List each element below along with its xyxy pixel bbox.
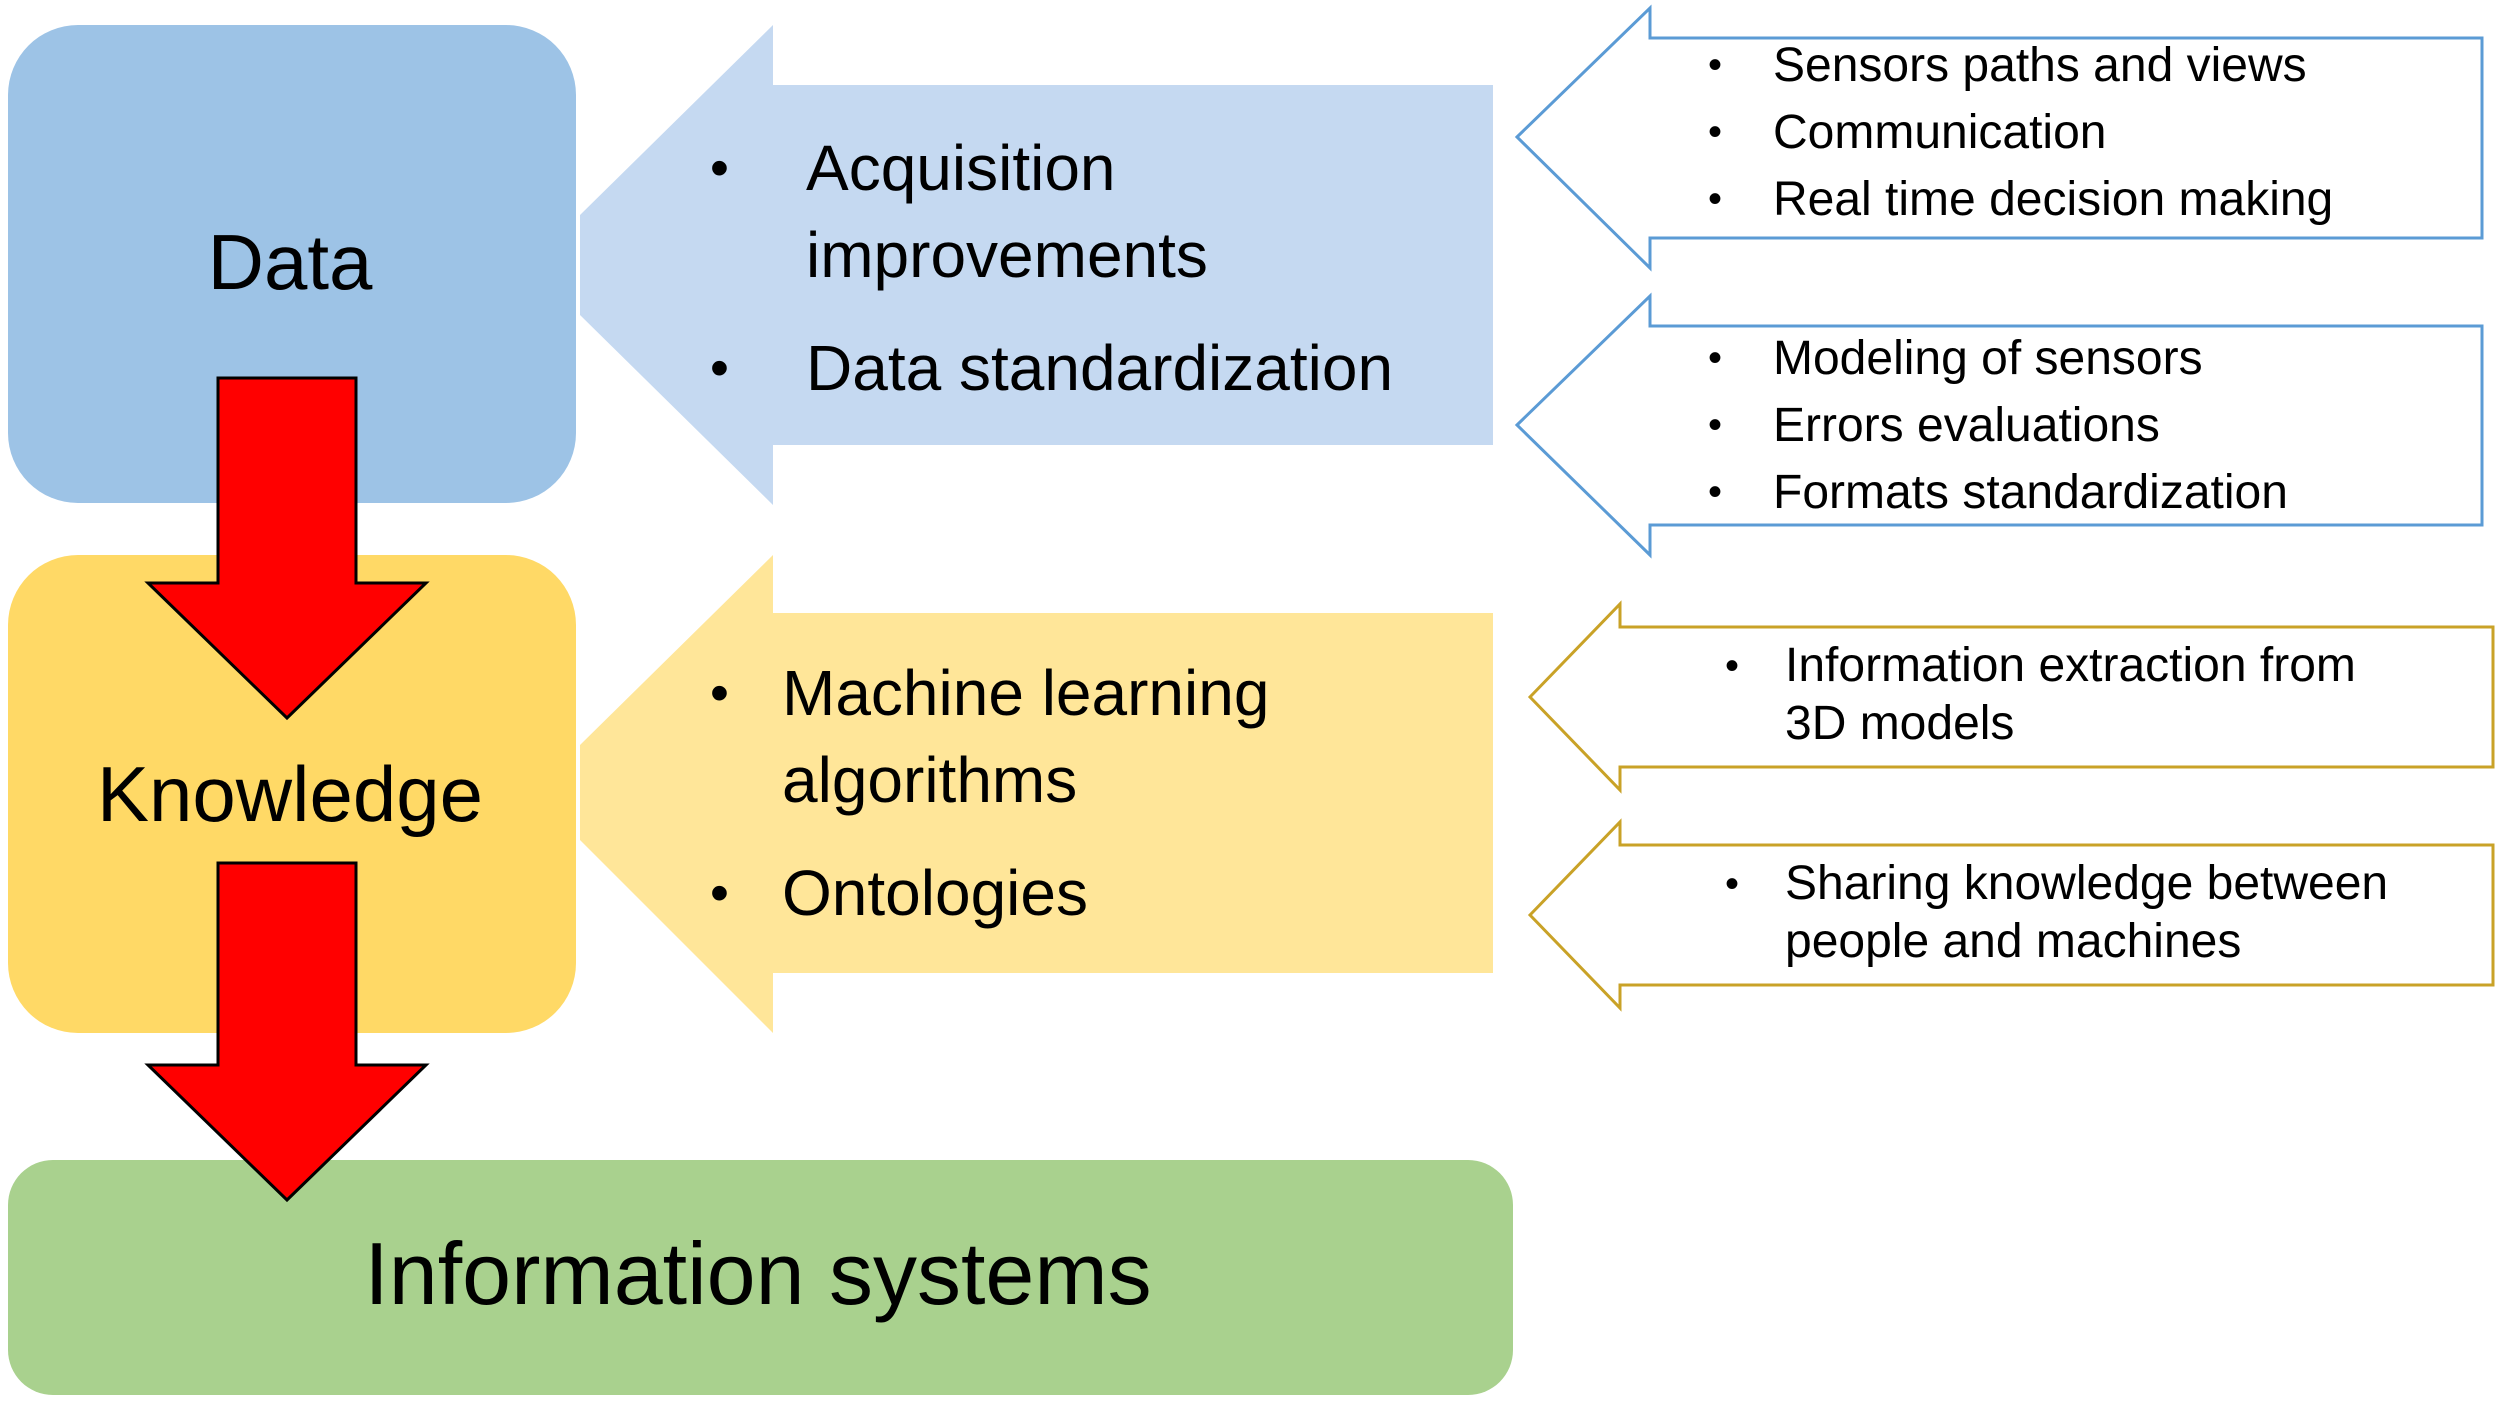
list-item: Machine learning algorithms (710, 650, 1269, 824)
knowledge-to-information-arrow (144, 861, 430, 1203)
modeling-list: Modeling of sensors Errors evaluations F… (1708, 325, 2288, 526)
knowledge-box-label: Knowledge (97, 750, 483, 838)
data-arrow-list: Acquisition improvements Data standardiz… (710, 125, 1393, 412)
list-item: Modeling of sensors (1708, 325, 2288, 392)
list-item: Communication (1708, 99, 2333, 166)
knowledge-arrow-list: Machine learning algorithms Ontologies (710, 650, 1269, 937)
list-item: Information extraction from 3D models (1725, 637, 2356, 753)
sensors-list: Sensors paths and views Communication Re… (1708, 32, 2333, 233)
list-item: Formats standardization (1708, 459, 2288, 526)
list-item: Data standardization (710, 325, 1393, 412)
list-item: Sharing knowledge between people and mac… (1725, 855, 2388, 971)
list-item: Ontologies (710, 850, 1269, 937)
information-systems-label: Information systems (364, 1224, 1152, 1323)
list-item: Sensors paths and views (1708, 32, 2333, 99)
data-to-knowledge-arrow (144, 376, 430, 721)
list-item: Real time decision making (1708, 166, 2333, 233)
data-box (8, 25, 576, 503)
sharing-list: Sharing knowledge between people and mac… (1725, 855, 2388, 971)
data-box-label: Data (207, 218, 373, 306)
knowledge-box (8, 555, 576, 1033)
list-item: Errors evaluations (1708, 392, 2288, 459)
list-item: Acquisition improvements (710, 125, 1393, 299)
information-systems-box (8, 1160, 1513, 1395)
extraction-list: Information extraction from 3D models (1725, 637, 2356, 753)
